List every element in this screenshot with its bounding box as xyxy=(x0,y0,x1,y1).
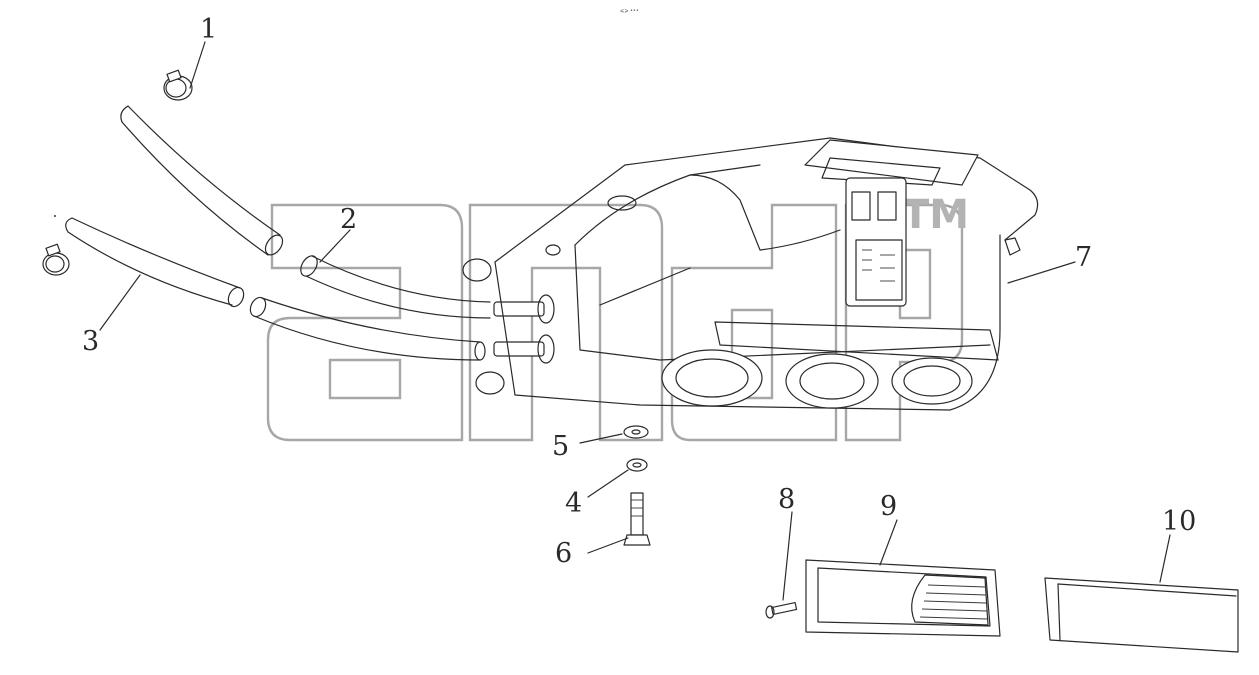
heater-pipes xyxy=(462,258,555,395)
part-6-bolt xyxy=(587,492,651,554)
callout-3: 3 xyxy=(82,326,99,357)
callout-labels: 1 2 3 4 5 6 7 8 9 10 xyxy=(82,14,1196,569)
middle-hose xyxy=(249,296,486,361)
callout-8: 8 xyxy=(778,484,795,515)
upper-hose xyxy=(120,105,284,256)
part-1-hose-clamp xyxy=(163,41,206,101)
watermark: TM xyxy=(266,192,969,442)
part-10-cover xyxy=(1044,534,1239,653)
watermark-trademark: TM xyxy=(902,192,969,238)
callout-9: 9 xyxy=(880,491,897,522)
callout-1: 1 xyxy=(200,14,217,45)
part-7-heater-unit xyxy=(494,137,1076,411)
part-2-hose xyxy=(300,229,491,319)
callout-5: 5 xyxy=(552,431,569,462)
watermark-letter-2 xyxy=(468,203,664,442)
part-1-hose-clamp-lower xyxy=(42,243,70,276)
part-3-hose xyxy=(54,215,245,331)
part-8-screw xyxy=(765,511,798,619)
watermark-letter-1 xyxy=(266,203,464,442)
callout-10: 10 xyxy=(1162,506,1196,537)
callout-7: 7 xyxy=(1075,242,1092,273)
part-4-lock-washer xyxy=(587,458,648,498)
callout-2: 2 xyxy=(340,204,357,235)
callout-6: 6 xyxy=(555,538,572,569)
top-marker: ⩽⩾ ••• xyxy=(620,8,639,14)
callout-4: 4 xyxy=(565,488,582,519)
part-9-grille xyxy=(805,519,1001,637)
part-5-washer xyxy=(579,425,649,444)
